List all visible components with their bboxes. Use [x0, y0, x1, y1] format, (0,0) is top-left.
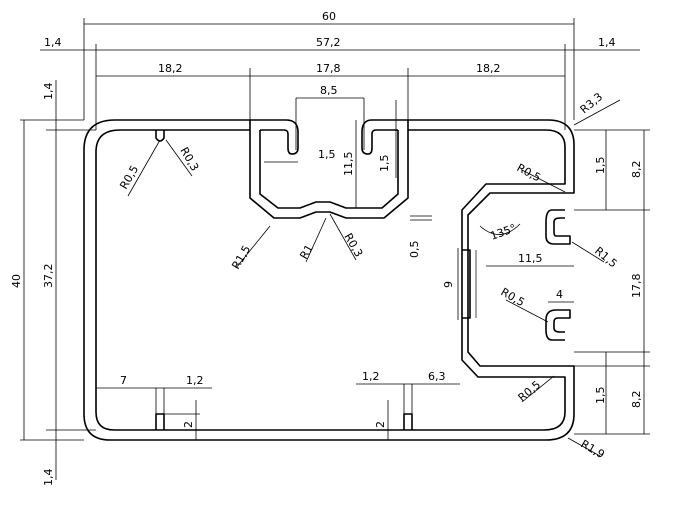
dim-side-lip: 4 — [556, 288, 563, 301]
dim-15-right-top: 1,5 — [594, 157, 607, 175]
side-slot-lip-top — [545, 209, 571, 245]
dim-bottom-7: 7 — [120, 374, 127, 387]
dim-corner-r33: R3,3 — [578, 90, 606, 116]
dim-r19: R1,9 — [579, 437, 607, 461]
profile-inner — [95, 129, 566, 431]
dim-r05-side: R0,5 — [499, 285, 527, 309]
dimension-lines — [20, 18, 650, 480]
groove-bottom-right — [403, 413, 413, 430]
profile-outer — [83, 119, 575, 441]
dim-wall-left-side-bottom: 1,4 — [42, 469, 55, 487]
dim-seg-left: 18,2 — [158, 62, 183, 75]
dim-angle-135: 135° — [489, 222, 518, 243]
dim-seg-right: 18,2 — [476, 62, 501, 75]
dim-wall-left-top: 1,4 — [44, 36, 62, 49]
dim-side-slot-depth: 11,5 — [518, 252, 543, 265]
dim-bottom-2-left: 2 — [182, 421, 195, 428]
dim-r05-right-top: R0,5 — [515, 161, 543, 184]
top-slot-outer — [249, 120, 409, 219]
dim-overall-width: 60 — [322, 10, 336, 23]
dim-r15-slot-left: R1,5 — [229, 243, 253, 271]
dim-bottom-2-right: 2 — [374, 421, 387, 428]
dimension-labels: 60 57,2 1,4 1,4 18,2 17,8 18,2 8,5 1,5 1… — [10, 10, 643, 486]
dim-slot-depth: 11,5 — [342, 152, 355, 177]
dim-slot-lip: 1,5 — [318, 148, 336, 161]
dim-r03-top-left: R0,3 — [177, 145, 201, 173]
dim-bottom-12-right: 1,2 — [362, 370, 380, 383]
dim-r03-slot: R0,3 — [341, 231, 365, 259]
top-slot-inner — [259, 130, 399, 209]
dim-height-40: 40 — [10, 274, 23, 288]
dim-r15-right: R1,5 — [592, 244, 620, 270]
dim-side-slot-height: 17,8 — [630, 274, 643, 299]
side-slot-lip-bottom — [545, 309, 571, 341]
dim-slot-top-opening: 8,5 — [320, 84, 338, 97]
dim-wall-left-side-top: 1,4 — [42, 83, 55, 101]
dim-inner-width: 57,2 — [316, 36, 341, 49]
dim-wall-right-top: 1,4 — [598, 36, 616, 49]
dim-05: 0,5 — [408, 241, 421, 259]
dim-bottom-63: 6,3 — [428, 370, 446, 383]
dim-15-right-bottom: 1,5 — [594, 387, 607, 405]
top-slot-lip-right — [361, 119, 408, 155]
side-slot-notch — [462, 249, 471, 319]
dim-r05-top-left: R0,5 — [117, 163, 141, 191]
dim-r1-slot: R1 — [297, 242, 316, 261]
profile-outline — [83, 119, 575, 441]
dim-82-bottom: 8,2 — [630, 391, 643, 409]
dim-bottom-12-left: 1,2 — [186, 374, 204, 387]
dim-side-slot-opening: 9 — [442, 281, 455, 288]
groove-top-left — [155, 130, 165, 142]
dim-seg-mid: 17,8 — [316, 62, 341, 75]
dim-82-top: 8,2 — [630, 161, 643, 179]
top-slot-lip-left — [250, 119, 299, 155]
dim-r05-bottom: R0,5 — [516, 378, 544, 404]
dim-height-372: 37,2 — [42, 264, 55, 289]
groove-bottom-left — [155, 413, 165, 430]
dim-slot-lip-right: 1,5 — [378, 155, 391, 173]
